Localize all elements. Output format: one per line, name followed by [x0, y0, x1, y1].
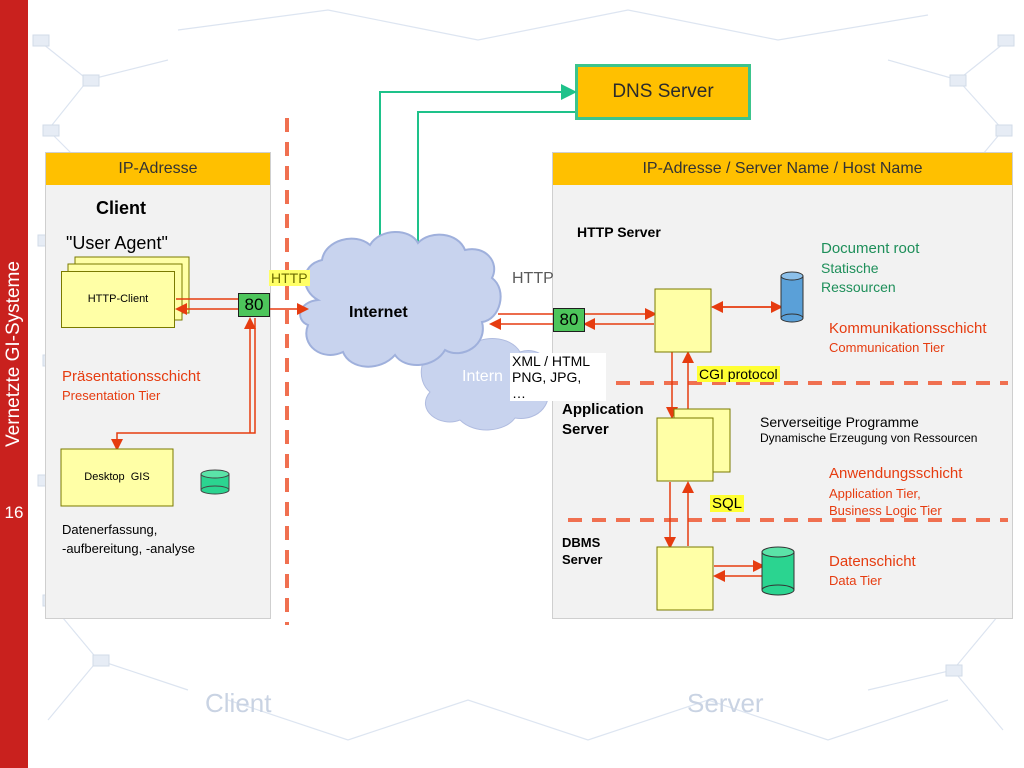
- application-server-box: [656, 417, 714, 482]
- http-client-label: HTTP-Client: [87, 293, 149, 305]
- dbms-server-line1: DBMS: [562, 535, 601, 550]
- formats-line3: …: [512, 385, 526, 401]
- application-tier-en-line1: Application Tier,: [829, 486, 921, 501]
- application-tier-en-line2: Business Logic Tier: [829, 503, 942, 518]
- data-tier-database-icon: [761, 546, 795, 596]
- http-label-right: HTTP: [512, 270, 554, 287]
- cgi-protocol-label: CGI protocol: [697, 366, 780, 382]
- internet-ghost-label: Intern: [462, 368, 503, 385]
- footer-client-label: Client: [205, 688, 272, 718]
- server-panel-header: IP-Adresse / Server Name / Host Name: [553, 153, 1012, 185]
- server-programs-line1: Serverseitige Programme: [760, 414, 919, 430]
- data-processing-line2: -aufbereitung, -analyse: [62, 541, 195, 556]
- communication-tier-label: Kommunikationsschicht: [829, 320, 987, 337]
- internet-cloud: [299, 231, 502, 368]
- formats-line2: PNG, JPG,: [512, 369, 582, 385]
- dbms-server-line2: Server: [562, 552, 603, 567]
- client-port-tag: 80: [238, 293, 270, 317]
- desktop-gis-box: [60, 448, 174, 507]
- data-tier-en-label: Data Tier: [829, 573, 882, 588]
- document-root-database-icon: [780, 271, 804, 323]
- client-database-icon: [200, 469, 230, 495]
- formats-line1: XML / HTML: [512, 353, 591, 369]
- static-resources-line2: Ressourcen: [821, 279, 896, 295]
- presentation-tier-en-label: Presentation Tier: [62, 388, 161, 403]
- presentation-tier-label: Präsentationsschicht: [62, 368, 201, 385]
- server-programs-line2: Dynamische Erzeugung von Ressourcen: [760, 431, 978, 445]
- desktop-gis-label: Desktop GIS: [84, 471, 150, 483]
- http-client-box: [61, 271, 175, 328]
- communication-tier-en-label: Communication Tier: [829, 340, 945, 355]
- formats-box: [510, 353, 606, 401]
- sql-label: SQL: [710, 495, 745, 512]
- http-server-label: HTTP Server: [577, 224, 661, 240]
- application-server-line2: Server: [562, 421, 609, 438]
- http-label-left: HTTP: [269, 270, 310, 286]
- client-panel: IP-Adresse: [45, 152, 271, 619]
- client-panel-header: IP-Adresse: [46, 153, 270, 185]
- dns-server-box: DNS Server: [575, 64, 751, 120]
- port-to-desktop-gis-arrow: [111, 318, 256, 451]
- document-root-label: Document root: [821, 240, 920, 257]
- page-number: 16: [4, 503, 24, 522]
- sidebar: Vernetzte GI-Systeme 16: [0, 0, 28, 768]
- server-port-tag: 80: [553, 308, 585, 332]
- http-server-box: [654, 288, 712, 353]
- application-tier-label: Anwendungsschicht: [829, 465, 963, 482]
- dns-request-line: [379, 84, 577, 270]
- dns-response-line: [410, 111, 575, 257]
- footer-server-label: Server: [687, 688, 764, 718]
- static-resources-line1: Statische: [821, 260, 879, 276]
- client-title: Client: [96, 198, 147, 218]
- user-agent-label: "User Agent": [66, 233, 168, 253]
- application-server-line1: Application: [562, 401, 644, 418]
- data-processing-line1: Datenerfassung,: [62, 522, 158, 537]
- internet-label: Internet: [349, 304, 408, 321]
- data-tier-label: Datenschicht: [829, 553, 916, 570]
- server-panel: IP-Adresse / Server Name / Host Name: [552, 152, 1013, 619]
- dbms-server-box: [656, 546, 714, 611]
